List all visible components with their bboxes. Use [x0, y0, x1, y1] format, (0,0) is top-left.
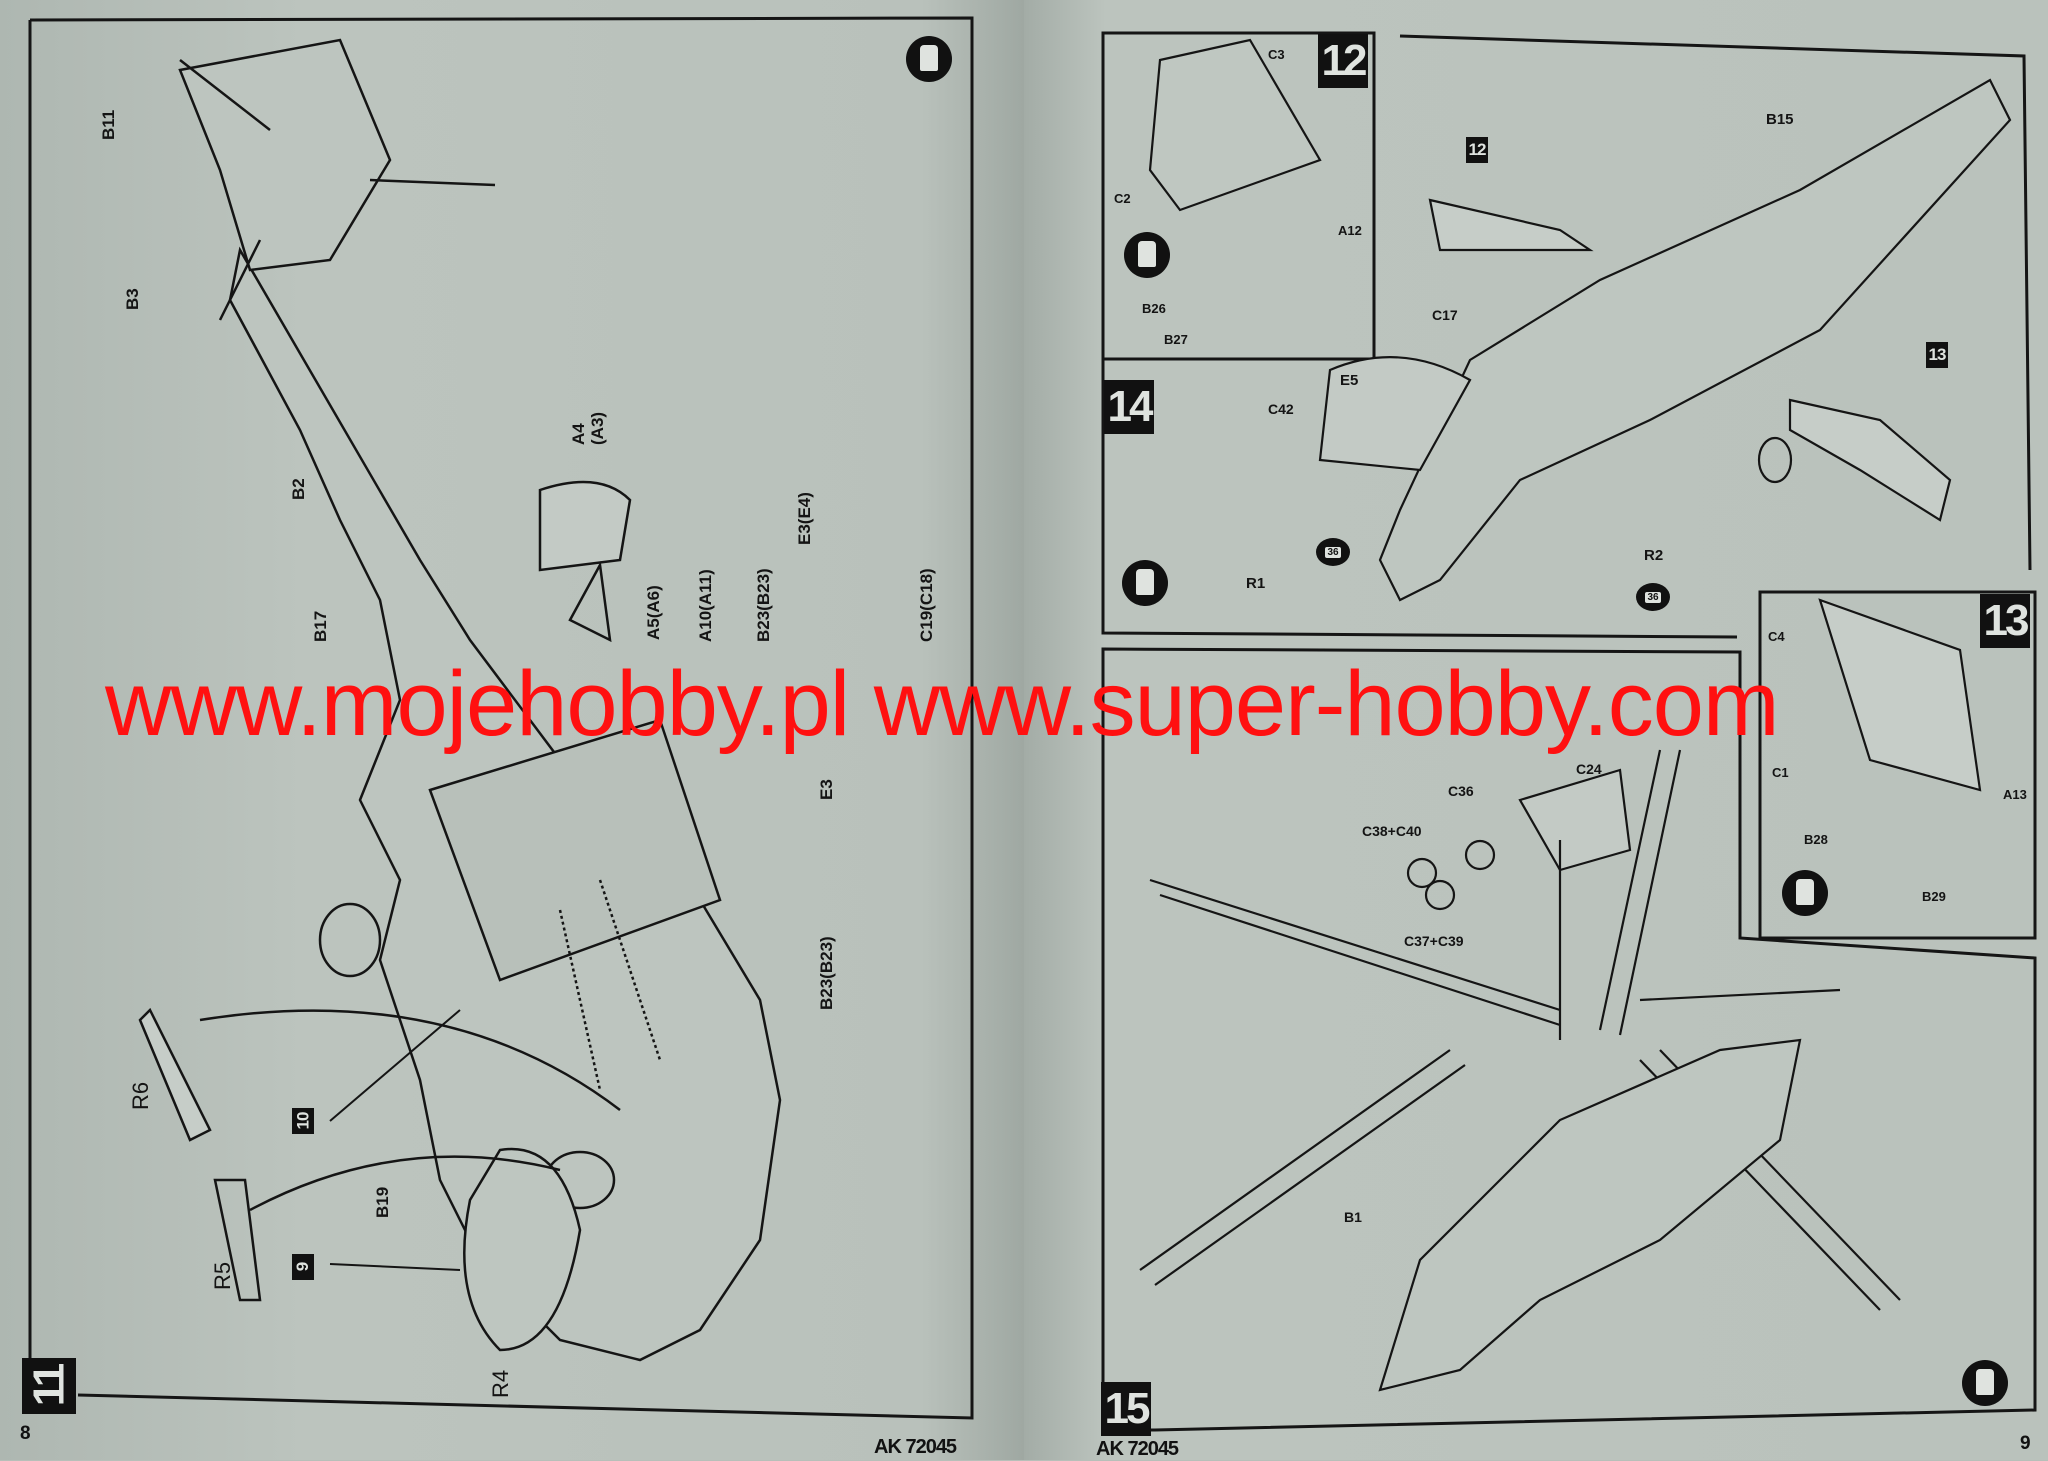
step-ref-9-text: 9 [293, 1262, 312, 1272]
part-label-b11: B11 [99, 109, 118, 140]
step-number-13: 13 [1980, 594, 2030, 648]
part-label-a4: A4 (A3) [569, 411, 607, 445]
part-label-b28: B28 [1804, 832, 1828, 847]
part-label-c4: C4 [1768, 629, 1785, 644]
step-ref-10: 10 [292, 1108, 314, 1134]
part-label-r6: R6 [128, 1081, 153, 1110]
left-page-frame [29, 16, 974, 1420]
part-label-b15: B15 [1766, 111, 1794, 128]
part-label-c36: C36 [1448, 783, 1474, 799]
part-label-e3e4: E3(E4) [795, 492, 814, 545]
part-label-r1: R1 [1246, 575, 1266, 592]
glue-icon [1782, 870, 1828, 916]
page-number-right: 9 [2020, 1433, 2031, 1454]
part-label-c2: C2 [1114, 191, 1131, 206]
helicopter-left-drawing [138, 38, 782, 1362]
part-label-b26: B26 [1142, 301, 1166, 316]
step-number-14: 14 [1104, 380, 1154, 434]
part-label-c3: C3 [1268, 47, 1285, 62]
part-label-b2: B2 [289, 478, 308, 500]
part-label-a5: A5(A6) [644, 585, 663, 640]
part-label-b23-top: B23(B23) [754, 568, 773, 642]
glue-icon [906, 36, 952, 82]
step14-frame [1101, 359, 1738, 639]
part-label-c24: C24 [1576, 761, 1602, 777]
part-label-e5: E5 [1340, 372, 1359, 389]
part-label-c17: C17 [1432, 307, 1458, 323]
watermark-text: www.mojehobby.pl www.super-hobby.com [105, 653, 1780, 755]
part-label-a12: A12 [1338, 223, 1362, 238]
part-label-c42: C42 [1268, 401, 1294, 417]
ref-badge-36: 36 [1636, 583, 1670, 611]
glue-icon [1124, 232, 1170, 278]
part-label-c37-c39: C37+C39 [1404, 933, 1464, 949]
part-label-b27: B27 [1164, 332, 1188, 347]
part-label-c38-c40: C38+C40 [1362, 823, 1422, 839]
step13-frame [1758, 590, 2037, 940]
part-label-a10: A10(A11) [696, 569, 715, 642]
part-label-b23-bottom: B23(B23) [817, 936, 836, 1010]
part-label-r5: R5 [210, 1261, 235, 1290]
part-label-r2: R2 [1644, 547, 1664, 564]
kit-code-right: AK 72045 [1096, 1438, 1179, 1460]
step-number-15: 15 [1101, 1382, 1151, 1436]
step-ref-13: 13 [1926, 342, 1948, 368]
part-label-b29: B29 [1922, 889, 1946, 904]
step13-main-frame [1399, 34, 2032, 571]
part-label-e3: E3 [817, 779, 836, 800]
step-number-11-text: 11 [23, 1365, 73, 1407]
glue-icon [1962, 1360, 2008, 1406]
step12-frame [1101, 31, 1376, 361]
step-ref-12: 12 [1466, 137, 1488, 163]
ref-badge-36: 36 [1316, 538, 1350, 566]
step-ref-9: 9 [292, 1254, 314, 1280]
step-number-12: 12 [1318, 34, 1368, 88]
glue-icon [1122, 560, 1168, 606]
ref-badge-36-text: 36 [1645, 591, 1661, 603]
part-label-r4: R4 [488, 1369, 513, 1398]
part-label-b3: B3 [123, 288, 142, 310]
page-number-left: 8 [20, 1423, 31, 1444]
helicopter-right-drawings [1139, 38, 2012, 1392]
kit-code-left: AK 72045 [874, 1436, 957, 1458]
part-label-b17: B17 [311, 610, 330, 642]
step-number-11: 11 [22, 1358, 76, 1414]
part-label-c1: C1 [1772, 765, 1789, 780]
part-label-a13: A13 [2003, 787, 2027, 802]
ref-badge-36-text: 36 [1325, 546, 1341, 558]
part-label-c19: C19(C18) [917, 568, 936, 642]
part-label-b1: B1 [1344, 1209, 1362, 1225]
step-ref-10-text: 10 [292, 1112, 312, 1130]
part-label-b19: B19 [373, 1186, 392, 1218]
